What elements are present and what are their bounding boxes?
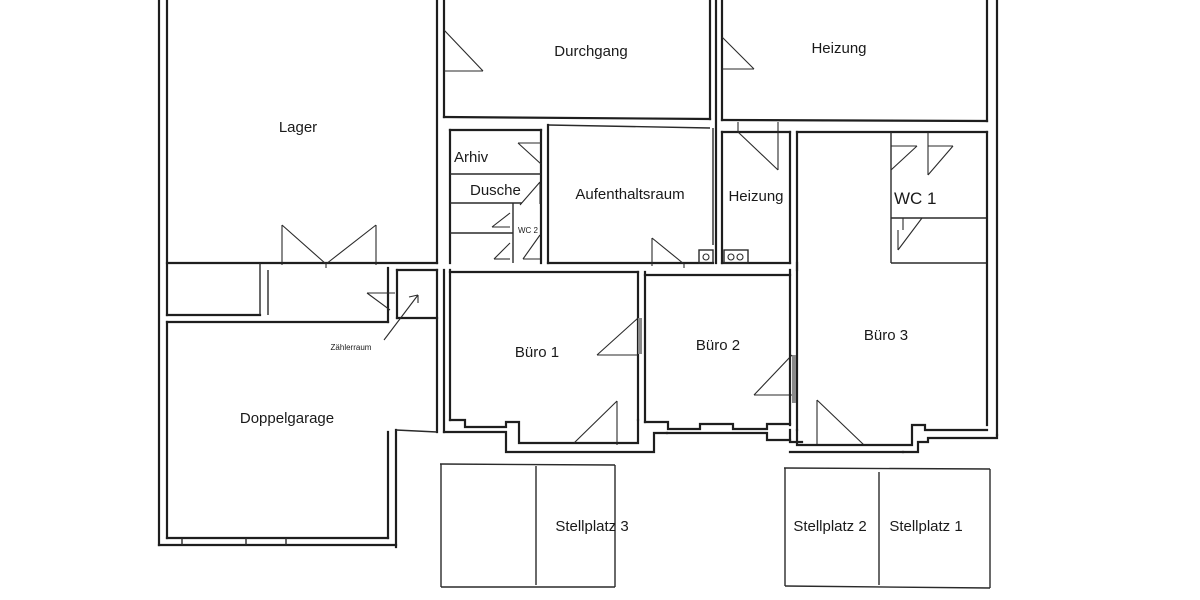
door-icon [366,292,395,311]
label-aufenthaltsraum: Aufenthaltsraum [575,186,684,203]
label-lager: Lager [279,119,317,136]
boiler-icon [723,249,749,264]
label-buero3: Büro 3 [864,327,908,344]
label-doppelgarage: Doppelgarage [240,410,334,427]
parking-stellplatz-3 [439,463,616,588]
room-zaehlerraum [366,266,439,434]
door-icon [890,132,954,251]
door-icon [721,36,755,70]
double-door-icon [281,224,377,268]
door-icon [753,354,865,446]
label-wc1: WC 1 [894,189,937,208]
room-doppelgarage [157,320,438,549]
room-buero2 [643,261,799,442]
door-icon [491,142,542,260]
label-stellplatz-1: Stellplatz 1 [889,518,962,535]
room-durchgang [442,0,712,129]
arrow-icon [383,294,419,341]
room-buero3 [753,130,999,454]
label-zaehlerraum: Zählerraum [331,343,372,352]
parking-stellplatz-1-2 [783,467,991,589]
room-aufenthaltsraum [546,128,715,268]
door-icon [573,317,639,445]
room-heizung-mid [720,122,792,265]
label-stellplatz-3: Stellplatz 3 [555,518,628,535]
door-icon [443,29,484,72]
label-heizung-top: Heizung [811,40,866,57]
label-durchgang: Durchgang [554,43,627,60]
door-icon [737,122,779,171]
room-heizung-top [714,0,999,437]
label-heizung-mid: Heizung [728,188,783,205]
label-dusche: Dusche [470,182,521,199]
room-wc1 [795,130,989,264]
label-buero1: Büro 1 [515,344,559,361]
label-buero2: Büro 2 [696,337,740,354]
room-buero1 [442,268,669,454]
room-lager [157,0,439,547]
label-wc2: WC 2 [518,226,539,235]
label-arhiv: Arhiv [454,149,489,166]
boiler-icon [698,249,714,264]
room-arhiv-dusche-wc2 [448,123,550,265]
label-stellplatz-2: Stellplatz 2 [793,518,866,535]
door-icon [651,237,685,268]
